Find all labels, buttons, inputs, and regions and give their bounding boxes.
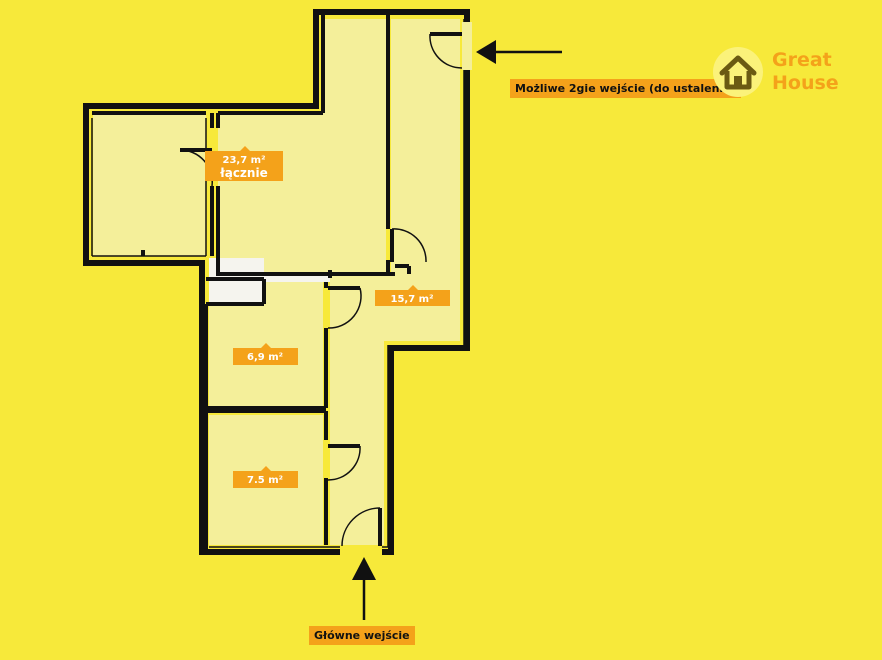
logo-word-house: House: [772, 72, 839, 94]
room-note: łącznie: [219, 166, 267, 180]
room-tag-large: 23,7 m² łącznie: [205, 146, 283, 181]
main-entrance-label: Główne wejście: [309, 626, 415, 645]
logo-word-great: Great: [772, 49, 832, 71]
doors: [179, 32, 463, 547]
secondary-entrance-label: Możliwe 2gie wejście (do ustalenia): [510, 79, 741, 98]
room-area: 23,7 m²: [223, 155, 266, 166]
main-entrance-gap: [340, 548, 382, 556]
room-tag-bottom: 7.5 m²: [233, 466, 298, 488]
room-fill-corridor: [330, 19, 460, 545]
house-icon: [713, 47, 763, 97]
room-area: 15,7 m²: [391, 294, 434, 305]
logo: Great House: [712, 44, 842, 104]
room-tag-middle: 6,9 m²: [233, 343, 298, 365]
room-area: 6,9 m²: [247, 352, 283, 363]
arrow-up-icon: [352, 557, 376, 620]
room-tag-corridor: 15,7 m²: [375, 285, 450, 306]
room-fill-large-right: [218, 113, 386, 273]
outer-wall: [83, 9, 470, 555]
room-fill-large-left: [93, 113, 206, 256]
secondary-entrance-gap: [462, 22, 472, 70]
arrow-icon: [476, 40, 562, 64]
thin-walls: [91, 19, 465, 548]
inner-walls: [92, 14, 411, 550]
room-fill-top-mid: [323, 19, 386, 115]
room-area: 7.5 m²: [247, 475, 283, 486]
hall-fill-top: [264, 276, 330, 282]
